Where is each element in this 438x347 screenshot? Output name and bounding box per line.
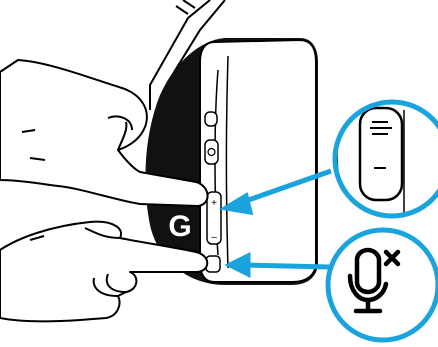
- power-switch[interactable]: [204, 139, 219, 165]
- ear-cushion: [199, 38, 317, 283]
- volume-rocker-zoom: [332, 99, 438, 219]
- side-controls: + –: [204, 111, 222, 273]
- mic-mute-zoom: [325, 227, 438, 343]
- volume-up-mark: +: [211, 198, 217, 209]
- brand-logo: G: [168, 210, 191, 243]
- lower-hand: [0, 220, 209, 323]
- volume-rocker[interactable]: [206, 191, 222, 245]
- callout-arrows: [218, 168, 332, 279]
- volume-down-mark: –: [211, 232, 217, 243]
- upper-hand: [0, 59, 209, 207]
- mic-muted-icon: [347, 247, 401, 314]
